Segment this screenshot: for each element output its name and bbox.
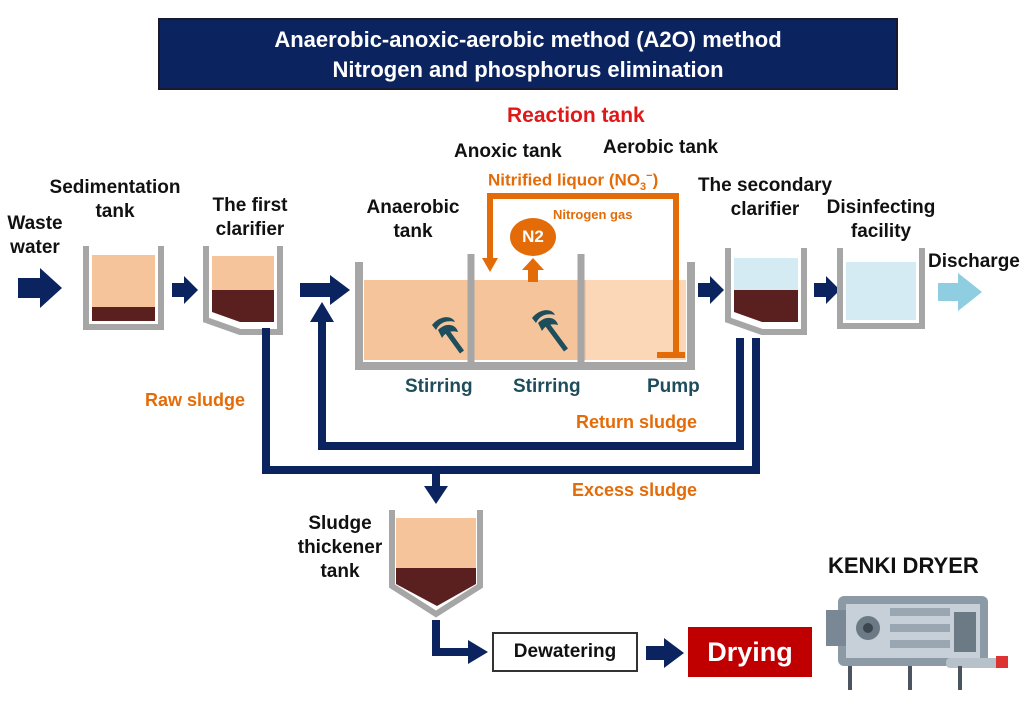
waste-water-line1: Waste: [7, 213, 63, 234]
waste-water-line2: water: [10, 237, 60, 258]
first-clarifier-line1: The first: [212, 195, 288, 216]
title-banner: Anaerobic-anoxic-aerobic method (A2O) me…: [158, 18, 898, 90]
sedimentation-tank: [83, 246, 164, 330]
first-clarifier-label: The first clarifier: [200, 194, 300, 242]
reaction-tank-label: Reaction tank: [507, 104, 645, 127]
nitrified-liquor-label: Nitrified liquor (NO3−): [488, 170, 658, 193]
nitrified-sub: 3: [640, 181, 647, 194]
title-line-1: Anaerobic-anoxic-aerobic method (A2O) me…: [274, 27, 782, 52]
kenki-dryer-label: KENKI DRYER: [828, 553, 979, 578]
title-line-2: Nitrogen and phosphorus elimination: [332, 57, 724, 82]
stirrer-2: [532, 310, 569, 352]
return-sludge-label: Return sludge: [576, 412, 698, 432]
thickener-line2: thickener: [297, 537, 383, 558]
sedimentation-label-line2: tank: [95, 201, 135, 222]
pump-label: Pump: [647, 376, 700, 397]
arrow-clarifier-to-reactor: [300, 275, 350, 305]
to-thickener-arrowhead: [424, 486, 448, 504]
to-dewatering-arrowhead: [468, 640, 488, 664]
kenki-dryer-machine: [826, 596, 1008, 690]
disinfecting-line1: Disinfecting: [826, 197, 936, 218]
dewatering-box: Dewatering: [492, 632, 638, 672]
anoxic-tank-label: Anoxic tank: [454, 141, 562, 162]
anaerobic-line1: Anaerobic: [366, 197, 460, 218]
nitrified-liquor-recycle: [482, 193, 685, 358]
disinfecting-facility-label: Disinfecting facility: [818, 196, 944, 244]
excess-sludge-label: Excess sludge: [572, 480, 698, 500]
discharge-arrow: [938, 273, 982, 311]
n2-up-arrow: [522, 258, 544, 282]
first-clarifier: [203, 246, 283, 335]
stirring-label-1: Stirring: [405, 376, 473, 397]
nitrified-sup: −: [646, 170, 653, 182]
aerobic-tank-label: Aerobic tank: [603, 137, 719, 158]
anaerobic-line2: tank: [393, 221, 433, 242]
reaction-tank: [355, 254, 695, 370]
anaerobic-tank-label: Anaerobic tank: [358, 196, 468, 244]
secondary-line1: The secondary: [697, 175, 833, 196]
arrow-secondary-to-disinfect: [814, 276, 840, 304]
sedimentation-tank-label: Sedimentation tank: [40, 176, 190, 224]
stirrer-1: [432, 317, 465, 354]
disinfecting-line2: facility: [850, 221, 912, 242]
sedimentation-label-line1: Sedimentation: [49, 177, 181, 198]
nitrogen-gas-label: Nitrogen gas: [553, 207, 633, 222]
thickener-line1: Sludge: [308, 513, 372, 534]
stirring-label-2: Stirring: [513, 376, 581, 397]
return-sludge-arrowhead: [310, 302, 334, 322]
excess-sludge-line: [262, 328, 760, 488]
secondary-clarifier: [725, 248, 807, 335]
arrow-sed-to-clarifier: [172, 276, 198, 304]
first-clarifier-line2: clarifier: [215, 219, 285, 240]
drying-box: Drying: [688, 627, 812, 677]
n2-bubble: N2: [510, 218, 556, 256]
arrow-dewater-to-drying: [646, 638, 684, 668]
thickener-line3: tank: [320, 561, 360, 582]
waste-water-arrow: [18, 268, 62, 308]
nitrified-text: Nitrified liquor (NO: [488, 170, 641, 190]
discharge-label: Discharge: [928, 251, 1020, 272]
disinfecting-facility: [837, 248, 925, 329]
nitrified-close: ): [652, 170, 659, 190]
thickener-to-dewater-line: [432, 620, 470, 656]
sludge-thickener-label: Sludge thickener tank: [290, 512, 390, 584]
raw-sludge-label: Raw sludge: [145, 390, 246, 410]
sludge-thickener-tank: [389, 510, 483, 618]
secondary-clarifier-label: The secondary clarifier: [690, 174, 840, 222]
waste-water-label: Waste water: [4, 212, 66, 260]
secondary-line2: clarifier: [730, 199, 800, 220]
arrow-reactor-to-secondary: [698, 276, 724, 304]
return-sludge-line: [318, 318, 744, 450]
